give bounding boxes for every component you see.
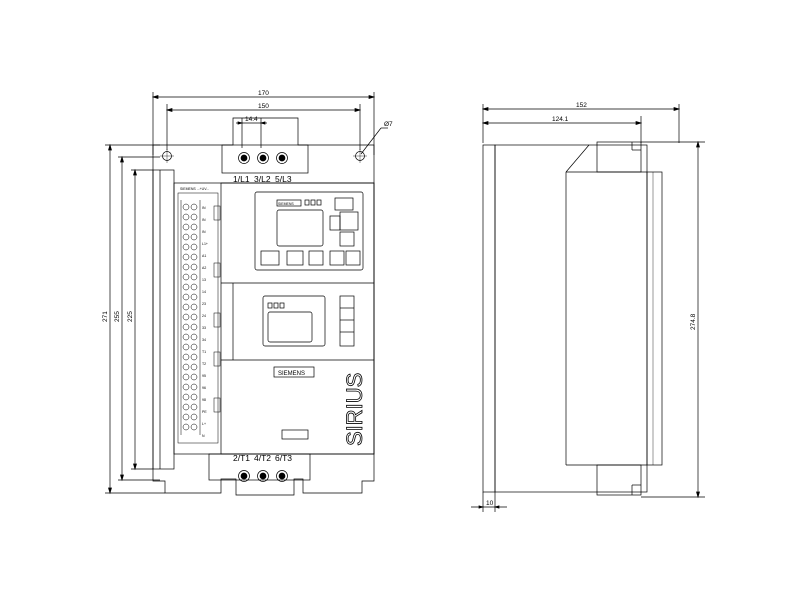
svg-text:34: 34 (202, 338, 206, 342)
svg-text:A1: A1 (202, 254, 206, 258)
svg-text:24: 24 (202, 314, 206, 318)
dim-width-overall: 170 (258, 90, 269, 97)
product-label: SIRIUS (342, 373, 367, 446)
keypad-button[interactable] (345, 250, 361, 266)
svg-text:95: 95 (202, 374, 206, 378)
dim-height-body: 225 (127, 311, 134, 322)
bottom-slot (281, 429, 309, 440)
svg-text:13: 13 (202, 278, 206, 282)
keypad-button[interactable] (329, 250, 345, 266)
top-terminal-screws (238, 152, 288, 164)
terminal-label-t1: 2/T1 (233, 453, 250, 463)
dim-height-side: 274.8 (690, 313, 697, 330)
svg-text:96: 96 (202, 386, 206, 390)
status-display (267, 311, 313, 343)
keypad-button[interactable] (286, 250, 304, 266)
wiring-title: SIEMENS ...+UV... (180, 187, 209, 191)
svg-text:IN: IN (202, 230, 206, 234)
svg-text:T1: T1 (202, 350, 206, 354)
dim-height-overall: 271 (102, 311, 109, 322)
svg-text:L1+: L1+ (202, 242, 208, 246)
dim-terminal-pitch: 14.4 (245, 116, 258, 123)
keypad-button[interactable] (339, 211, 359, 231)
keypad-button[interactable] (329, 215, 341, 231)
control-terminal-labels: IN IN IN L1+ A1 A2 13 14 23 24 33 34 T1 … (202, 206, 208, 438)
dim-offset-bottom: 10 (486, 500, 494, 507)
keypad-button[interactable] (339, 231, 355, 247)
terminal-label-l1: 1/L1 (233, 174, 250, 184)
keypad-button[interactable] (260, 250, 280, 266)
svg-text:A2: A2 (202, 266, 206, 270)
terminal-label-t2: 4/T2 (254, 453, 271, 463)
svg-text:23: 23 (202, 302, 206, 306)
display-brand: SIEMENS (278, 202, 294, 206)
control-terminal-column (180, 200, 201, 435)
bottom-terminal-screws (238, 470, 288, 482)
dim-hole-diameter: Ø7 (384, 121, 393, 128)
svg-text:IN: IN (202, 206, 206, 210)
dim-depth-inner: 124.1 (552, 116, 569, 123)
svg-text:PE: PE (202, 410, 207, 414)
lcd-display (276, 209, 324, 247)
svg-text:L+: L+ (202, 422, 206, 426)
dim-depth-overall: 152 (576, 102, 587, 109)
svg-text:98: 98 (202, 398, 206, 402)
brand-label: SIEMENS (278, 371, 305, 377)
front-view: 170 150 14.4 Ø7 271 255 225 (102, 90, 393, 496)
terminal-label-l2: 3/L2 (254, 174, 271, 184)
keypad-button[interactable] (334, 197, 354, 211)
svg-text:14: 14 (202, 290, 206, 294)
display-brand-tag (276, 199, 302, 207)
dim-height-mount: 255 (114, 311, 121, 322)
terminal-label-l3: 5/L3 (275, 174, 292, 184)
side-view: 152 124.1 274.8 10 (471, 102, 705, 512)
svg-text:T2: T2 (202, 362, 206, 366)
side-slot (339, 295, 355, 347)
terminal-label-t3: 6/T3 (275, 453, 292, 463)
svg-text:IN: IN (202, 218, 206, 222)
svg-text:33: 33 (202, 326, 206, 330)
brand-plate (273, 366, 315, 378)
svg-text:N: N (202, 434, 205, 438)
dim-hole-spacing: 150 (258, 103, 269, 110)
keypad-button[interactable] (308, 250, 324, 266)
